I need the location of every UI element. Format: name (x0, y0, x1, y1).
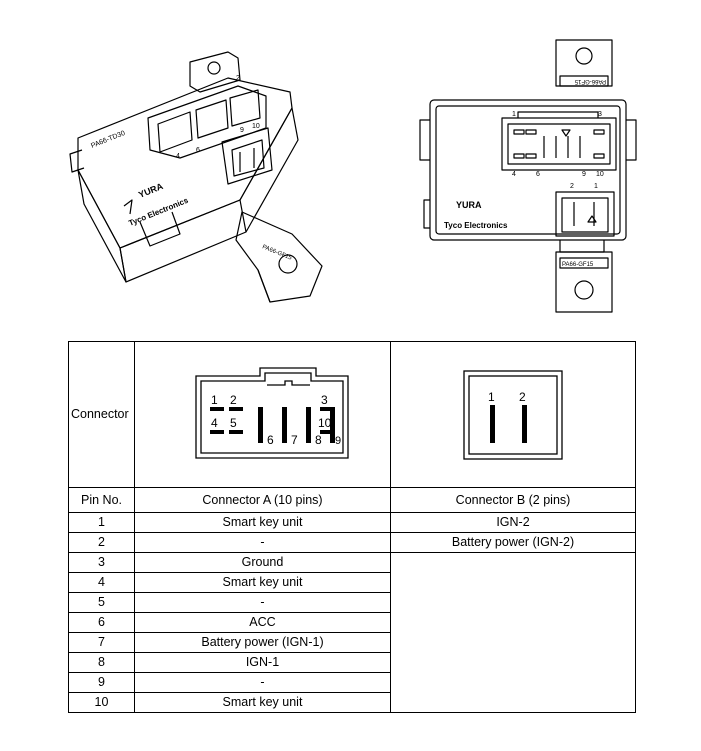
connector-b-diagram-cell: 1 2 (390, 341, 636, 488)
connector-a-function-cell: - (134, 672, 391, 693)
connector-a-pin-label: 6 (267, 433, 274, 447)
left-brand-label: YURA (137, 181, 165, 200)
right-pin-mark: 9 (582, 171, 586, 178)
right-pin-mark: 2 (570, 183, 574, 190)
pin-number-cell: 8 (68, 652, 135, 673)
left-foot-label: PA66-GF15 (261, 244, 293, 262)
connector-b-pin-1 (490, 404, 495, 443)
pin-number-cell: 7 (68, 632, 135, 653)
connector-a-pin-2 (228, 406, 243, 411)
left-pin-mark: 6 (196, 147, 200, 154)
pin-number-cell: 5 (68, 592, 135, 613)
connector-a-pin-1 (209, 406, 224, 411)
pin-number-cell: 9 (68, 672, 135, 693)
connector-a-inner-outline (199, 371, 344, 454)
pin-number-cell: 6 (68, 612, 135, 633)
right-pin-mark: 1 (594, 183, 598, 190)
left-code-label: PA66-TD30 (90, 130, 126, 150)
right-pin-mark: 10 (596, 171, 604, 178)
pin-number-cell: 4 (68, 572, 135, 593)
relay-box-illustration: PA66-TD30 YURA Tyco Electronics PA66-GF1… (69, 39, 637, 313)
pin-number-cell: 10 (68, 692, 135, 713)
connector-a-pin-7 (281, 406, 287, 443)
left-pin-mark: 4 (176, 153, 180, 160)
table-header-row: Pin No. Connector A (10 pins) Connector … (68, 487, 636, 513)
table-row: 10 Smart key unit (68, 692, 636, 713)
connector-a-diagram-cell: 1 2 3 4 5 6 7 8 9 10 (134, 341, 391, 488)
left-pin-mark: 10 (252, 123, 260, 130)
connector-a-function-cell: ACC (134, 612, 391, 633)
connector-a-outline (194, 366, 349, 459)
connector-b-outline (463, 369, 563, 460)
connector-a-function-cell: Smart key unit (134, 572, 391, 593)
connector-a-pin-label: 8 (315, 433, 322, 447)
pin-table: Connector (68, 341, 636, 713)
table-row: 7 Battery power (IGN-1) (68, 632, 636, 653)
connector-a-function-cell: Battery power (IGN-1) (134, 632, 391, 653)
connector-a-pin-5 (228, 429, 243, 434)
connector-a-pin-6 (257, 406, 263, 443)
connector-a-pin-label: 3 (321, 393, 328, 407)
connector-a-pin-3 (319, 406, 334, 411)
connector-b-pin-label: 2 (519, 390, 526, 404)
connector-a-pin-label: 5 (230, 416, 237, 430)
pin-number-cell: 1 (68, 512, 135, 533)
connector-b-inner-outline (468, 374, 558, 455)
table-row: 9 - (68, 672, 636, 693)
connector-a-function-cell: - (134, 532, 391, 553)
right-maker-label: Tyco Electronics (444, 221, 508, 230)
connector-a-function-cell: Smart key unit (134, 512, 391, 533)
connector-a-pin-label: 9 (335, 435, 341, 447)
table-row: 1 Smart key unit IGN-2 (68, 512, 636, 533)
connector-a-face-diagram: 1 2 3 4 5 6 7 8 9 10 (194, 366, 349, 459)
table-row: 3 Ground (68, 552, 636, 713)
connector-a-pin-label: 10 (318, 416, 332, 430)
connector-a-function-cell: IGN-1 (134, 652, 391, 673)
connector-a-pin-label: 4 (211, 416, 218, 430)
connector-a-function-cell: Smart key unit (134, 692, 391, 713)
right-top-label: PA66-GF15 (574, 78, 606, 84)
connector-a-pin-9 (329, 406, 335, 443)
connector-a-pin-label: 2 (230, 393, 237, 407)
connector-a-pin-4 (209, 429, 224, 434)
pin-number-cell: 3 (68, 552, 135, 573)
table-row: 4 Smart key unit (68, 572, 636, 593)
right-pin-mark: 4 (512, 171, 516, 178)
connector-a-pin-10 (319, 429, 334, 434)
left-maker-label: Tyco Electronics (127, 196, 190, 228)
right-brand-label: YURA (456, 200, 482, 210)
right-pin-mark: 3 (598, 111, 602, 118)
right-pin-mark: 1 (512, 111, 516, 118)
left-relay-box-view (69, 51, 323, 303)
pin-no-header: Pin No. (68, 487, 135, 513)
connector-a-pin-label: 1 (211, 393, 218, 407)
connector-b-pin-label: 1 (488, 390, 495, 404)
left-pin-mark: 2 (236, 75, 240, 82)
connector-b-header: Connector B (2 pins) (390, 487, 636, 513)
right-foot-label: PA66-GF15 (562, 262, 594, 268)
connector-row-label: Connector (68, 341, 135, 488)
connector-b-function-cell: IGN-2 (390, 512, 636, 533)
connector-a-header: Connector A (10 pins) (134, 487, 391, 513)
pin-number-cell: 2 (68, 532, 135, 553)
connector-b-empty-cell (390, 552, 636, 713)
connector-b-face-diagram: 1 2 (463, 369, 563, 460)
left-pin-mark: 9 (240, 127, 244, 134)
connector-a-key (266, 379, 310, 386)
connector-a-pin-8 (305, 406, 311, 443)
connector-a-function-cell: Ground (134, 552, 391, 573)
connector-diagram-row: Connector (68, 341, 636, 488)
connector-a-function-cell: - (134, 592, 391, 613)
right-relay-box-view (419, 39, 637, 313)
table-row: 2 - Battery power (IGN-2) (68, 532, 636, 553)
connector-b-pin-2 (522, 404, 527, 443)
right-pin-mark: 6 (536, 171, 540, 178)
connector-b-function-cell: Battery power (IGN-2) (390, 532, 636, 553)
connector-a-pin-label: 7 (291, 433, 298, 447)
